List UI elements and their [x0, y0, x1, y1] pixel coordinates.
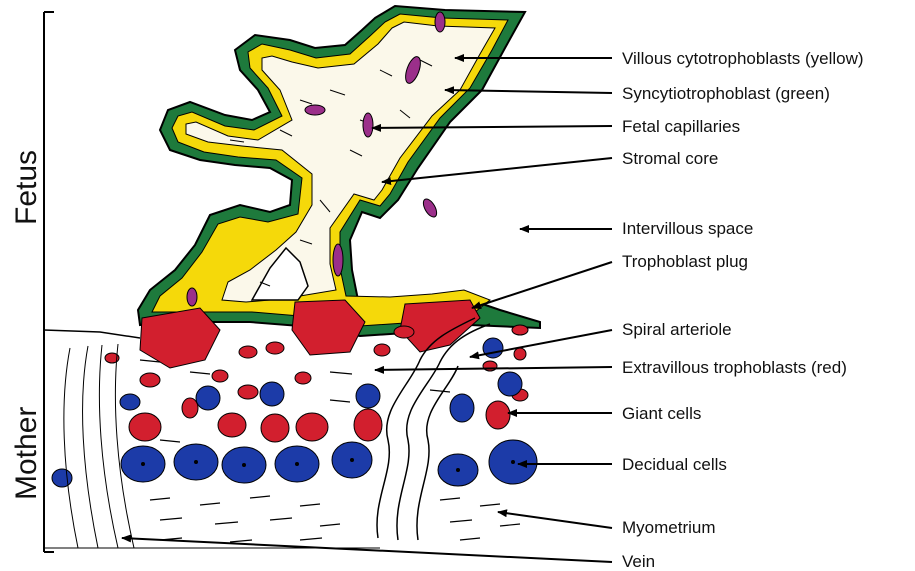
decidua: [44, 300, 537, 548]
decidual-cells: [52, 338, 537, 487]
label-spiral-arteriole: Spiral arteriole: [622, 320, 732, 339]
label-stromal-core: Stromal core: [622, 149, 718, 168]
decidua-boundary: [44, 330, 140, 338]
arrow-trophoblast-plug: [472, 262, 612, 308]
arrow-myometrium: [498, 512, 612, 528]
vein: [64, 344, 134, 548]
label-vein: Vein: [622, 552, 655, 571]
arrow-vein: [122, 538, 612, 562]
trophoblast-plug: [140, 300, 480, 368]
mother-label: Mother: [10, 407, 43, 500]
label-villous-cytotrophoblasts: Villous cytotrophoblasts (yellow): [622, 49, 864, 68]
label-decidual-cells: Decidual cells: [622, 455, 727, 474]
label-trophoblast-plug: Trophoblast plug: [622, 252, 748, 271]
label-extravillous-trophoblasts: Extravillous trophoblasts (red): [622, 358, 847, 377]
label-syncytiotrophoblast: Syncytiotrophoblast (green): [622, 84, 830, 103]
label-intervillous-space: Intervillous space: [622, 219, 753, 238]
label-myometrium: Myometrium: [622, 518, 716, 537]
spiral-arteriole: [377, 318, 490, 540]
fetus-label: Fetus: [10, 150, 43, 225]
label-fetal-capillaries: Fetal capillaries: [622, 117, 740, 136]
side-bracket: [44, 12, 54, 552]
label-giant-cells: Giant cells: [622, 404, 701, 423]
